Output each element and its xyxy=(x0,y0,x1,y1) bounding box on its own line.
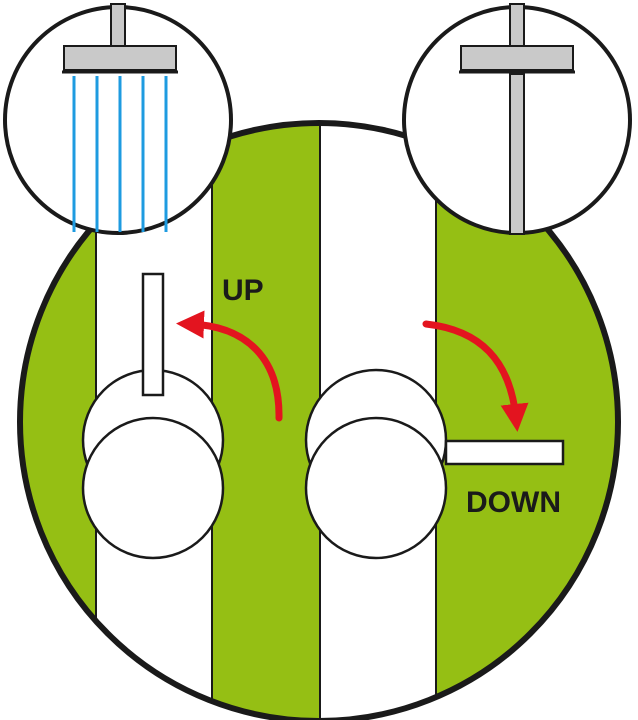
shower-head-no-water-icon xyxy=(402,3,632,235)
left-valve xyxy=(81,272,225,560)
up-label: UP xyxy=(222,274,264,307)
down-label: DOWN xyxy=(466,486,561,519)
curved-arrow-left-icon xyxy=(176,310,283,422)
shower-head-water-flowing-icon xyxy=(3,3,233,235)
shower-pipe xyxy=(110,3,126,49)
valve-body-outline xyxy=(17,120,621,720)
water-streams xyxy=(72,76,168,232)
right-valve xyxy=(304,368,565,560)
lever-down-handle[interactable] xyxy=(444,439,565,466)
curved-arrow-down-icon xyxy=(422,320,529,432)
shower-plate xyxy=(460,45,574,71)
shower-pipe xyxy=(509,3,525,49)
valve-knob xyxy=(304,416,448,560)
lever-up-handle[interactable] xyxy=(141,272,165,397)
valve-knob xyxy=(81,416,225,560)
shower-pipe-extension xyxy=(509,73,525,235)
shower-plate xyxy=(63,45,177,71)
